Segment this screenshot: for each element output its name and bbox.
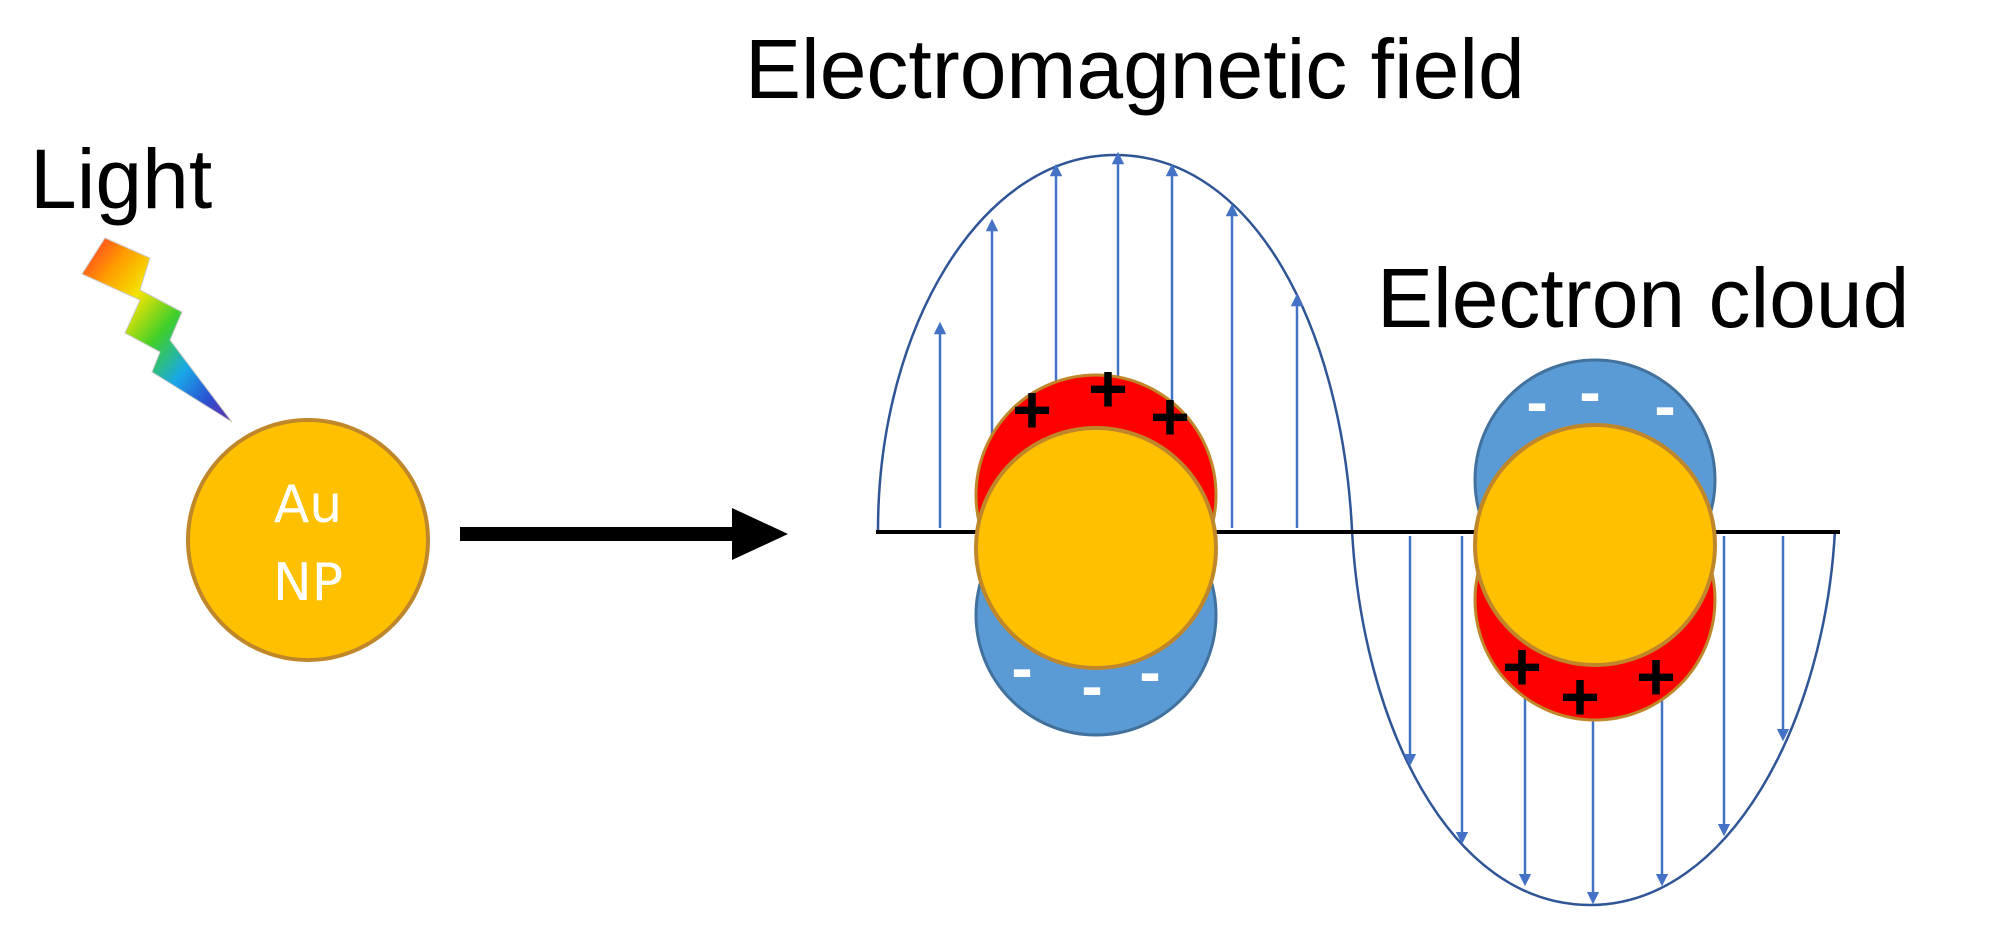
- negative-charge-sign: -: [1011, 632, 1032, 704]
- negative-charge-sign: -: [1654, 370, 1675, 442]
- nanoparticle-label-np: NP: [273, 553, 343, 613]
- positive-charge-sign: +: [1088, 351, 1128, 427]
- positive-charge-sign: +: [1150, 379, 1190, 455]
- gold-nanoparticle: Au NP: [186, 418, 430, 662]
- nanoparticle-label-au: Au: [274, 475, 343, 535]
- negative-charge-sign: -: [1081, 650, 1102, 722]
- positive-charge-sign: +: [1560, 659, 1600, 735]
- nanoparticle-core: [974, 426, 1218, 670]
- positive-charge-sign: +: [1502, 629, 1542, 705]
- positive-charge-sign: +: [1636, 639, 1676, 715]
- nanoparticle-circle: [186, 418, 430, 662]
- polarized-particle-right: - - - + + +: [1473, 356, 1717, 735]
- positive-charge-sign: +: [1012, 372, 1052, 448]
- right-arrow-icon: [460, 508, 788, 560]
- light-label: Light: [30, 132, 212, 226]
- electron-cloud-label: Electron cloud: [1377, 251, 1909, 345]
- polarized-particle-left: + + + - - -: [974, 351, 1218, 737]
- electromagnetic-field-label: Electromagnetic field: [745, 22, 1525, 116]
- negative-charge-sign: -: [1526, 366, 1547, 438]
- rainbow-lightning-bolt-icon: [81, 237, 233, 423]
- nanoparticle-core: [1473, 423, 1717, 667]
- negative-charge-sign: -: [1579, 356, 1600, 428]
- negative-charge-sign: -: [1139, 636, 1160, 708]
